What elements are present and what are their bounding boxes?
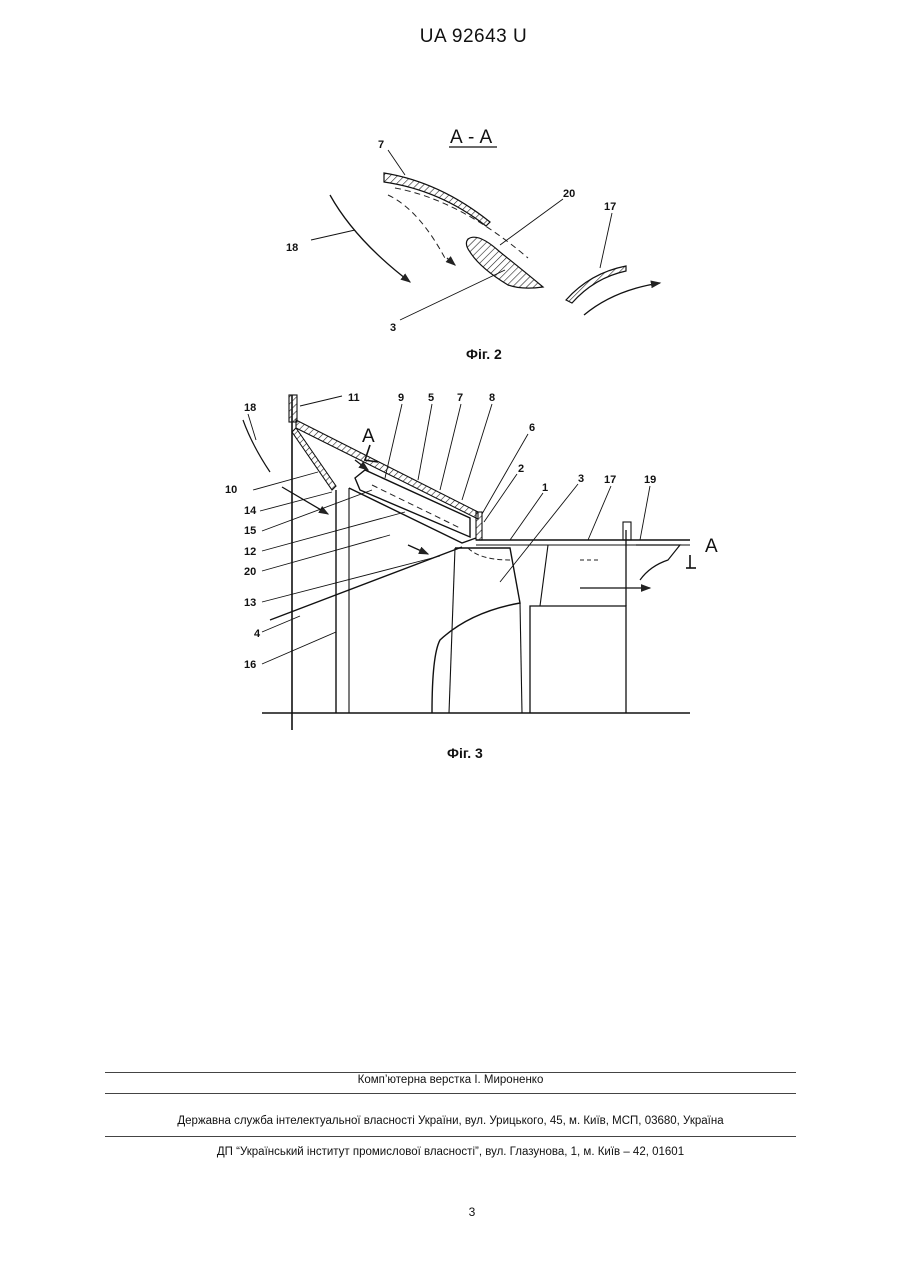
fig3-label-11: 11	[348, 392, 360, 404]
fig3-label-10: 10	[225, 484, 237, 496]
fig3-label-3: 3	[578, 473, 584, 485]
fig2-label-20: 20	[563, 188, 575, 200]
fig2-label-7: 7	[378, 139, 384, 151]
fig3-label-14: 14	[244, 505, 257, 517]
layout-credit: Комп’ютерна верстка І. Мироненко	[0, 1074, 901, 1086]
fig2-section-mark: А - А	[450, 127, 493, 148]
fig3-label-18: 18	[244, 402, 256, 414]
fig3-label-16: 16	[244, 659, 256, 671]
fig3-label-15: 15	[244, 525, 256, 537]
fig3-label-7: 7	[457, 392, 463, 404]
fig3-label-6: 6	[529, 422, 535, 434]
fig3-label-12: 12	[244, 546, 256, 558]
blade-17-shape	[566, 266, 626, 303]
fig3-label-20: 20	[244, 566, 256, 578]
fig2-label-17: 17	[604, 201, 616, 213]
figure-3: А А 18 11 9 5	[225, 392, 718, 761]
figure-2: А - А 7 20 17 18 3 Фіг. 2	[286, 127, 660, 362]
fig3-label-13: 13	[244, 597, 256, 609]
fig2-caption: Фіг. 2	[466, 346, 502, 362]
agency-address: Державна служба інтелектуальної власност…	[0, 1115, 901, 1127]
fig3-label-5: 5	[428, 392, 434, 404]
fig3-label-17: 17	[604, 474, 616, 486]
footer-rule-middle	[105, 1093, 796, 1094]
fig3-label-8: 8	[489, 392, 495, 404]
fig2-label-3: 3	[390, 322, 396, 334]
blade-3-airfoil	[466, 237, 543, 288]
fig3-caption: Фіг. 3	[447, 745, 483, 761]
footer-rule-top	[105, 1072, 796, 1073]
flow-line-18	[330, 195, 410, 282]
fig2-label-18: 18	[286, 242, 298, 254]
fig3-section-mark-left: А	[362, 426, 375, 447]
fig3-label-9: 9	[398, 392, 404, 404]
blade-7-shape	[384, 173, 490, 226]
institute-address: ДП “Український інститут промислової вла…	[0, 1146, 901, 1158]
fig3-label-2: 2	[518, 463, 524, 475]
fig3-label-19: 19	[644, 474, 656, 486]
page-number: 3	[0, 1205, 901, 1219]
fig3-label-4: 4	[254, 628, 261, 640]
footer-rule-bottom	[105, 1136, 796, 1137]
fig3-section-mark-right: А	[705, 536, 718, 557]
fig3-label-1: 1	[542, 482, 548, 494]
